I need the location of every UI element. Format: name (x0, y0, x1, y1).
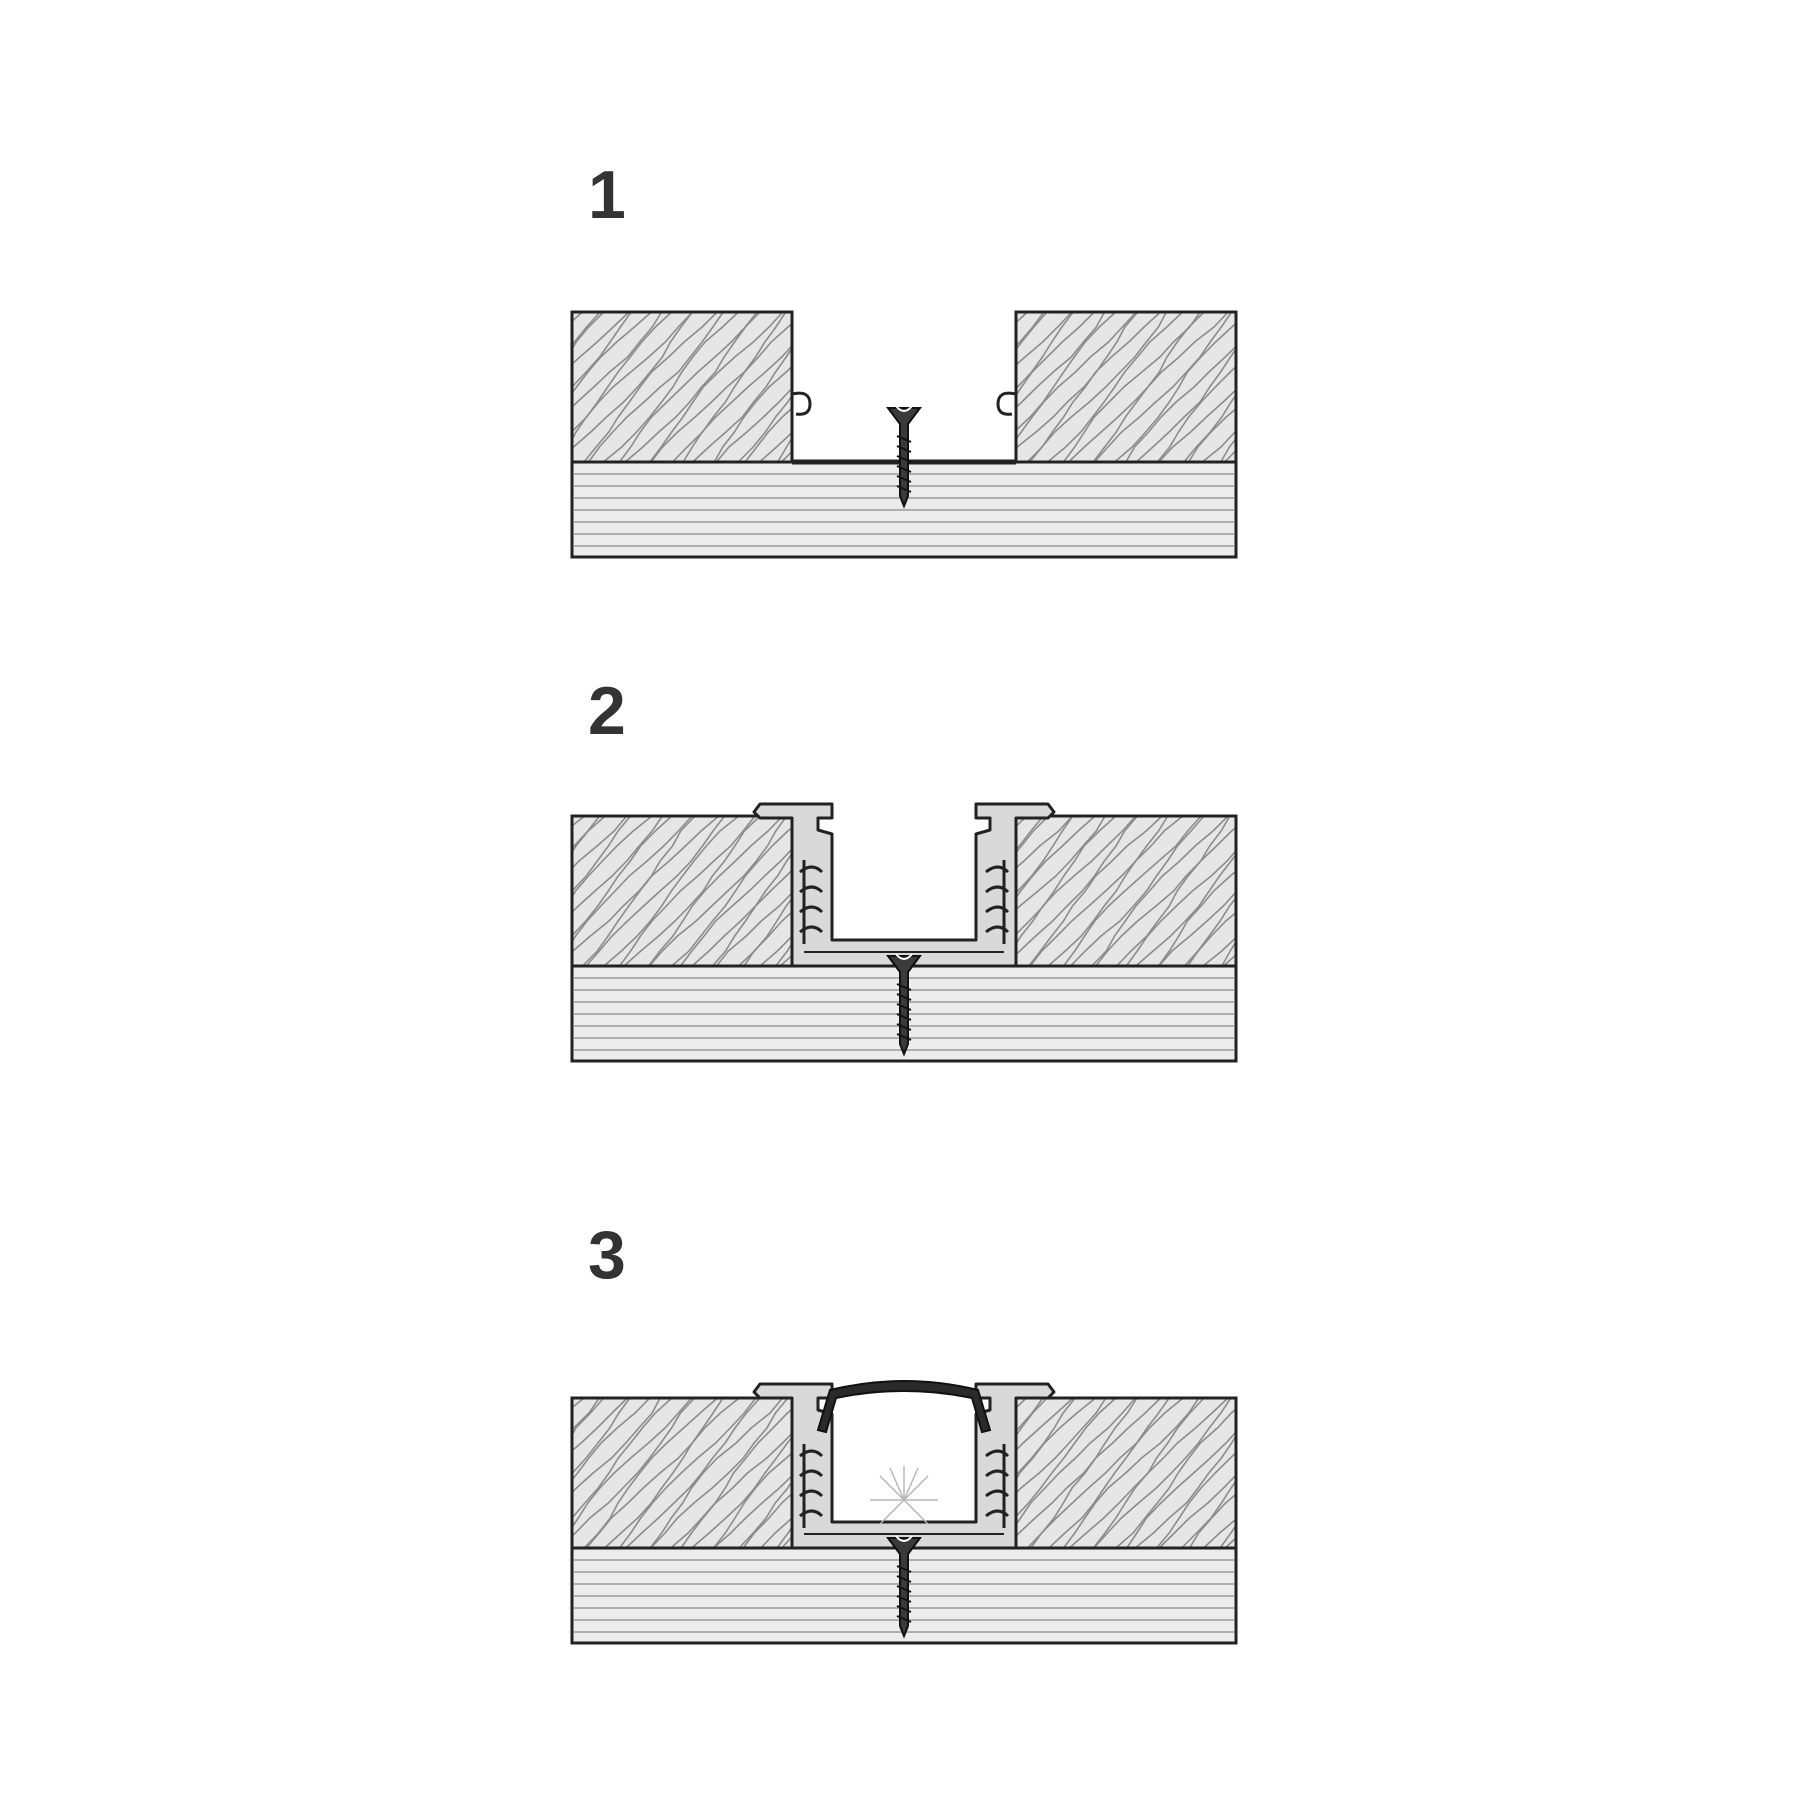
step-1-screw-icon (886, 405, 922, 509)
step-3-light-rays-icon (870, 1466, 938, 1525)
step-2-number: 2 (588, 673, 626, 749)
step-3-left-board (570, 1396, 794, 1550)
step-1-right-board (1014, 310, 1238, 464)
step-3-diffuser-cover (816, 1380, 992, 1434)
step-2-right-ribs (985, 860, 1010, 944)
step-2-left-ribs (799, 860, 824, 944)
step-1: 1 (570, 157, 1238, 559)
step-1-left-board (570, 310, 794, 464)
step-2: 2 (570, 673, 1238, 1063)
step-3-right-board (1014, 1396, 1238, 1550)
step-2-screw-icon (886, 953, 922, 1057)
step-1-left-clip-icon (791, 391, 812, 416)
step-3-screw-icon (886, 1535, 922, 1639)
step-3-number: 3 (588, 1217, 626, 1293)
step-3-left-ribs (799, 1444, 824, 1528)
step-1-number: 1 (588, 157, 626, 233)
step-1-right-clip-icon (996, 391, 1017, 416)
step-3: 3 (570, 1217, 1238, 1645)
step-2-led-profile (752, 802, 1056, 968)
step-3-right-ribs (985, 1444, 1010, 1528)
